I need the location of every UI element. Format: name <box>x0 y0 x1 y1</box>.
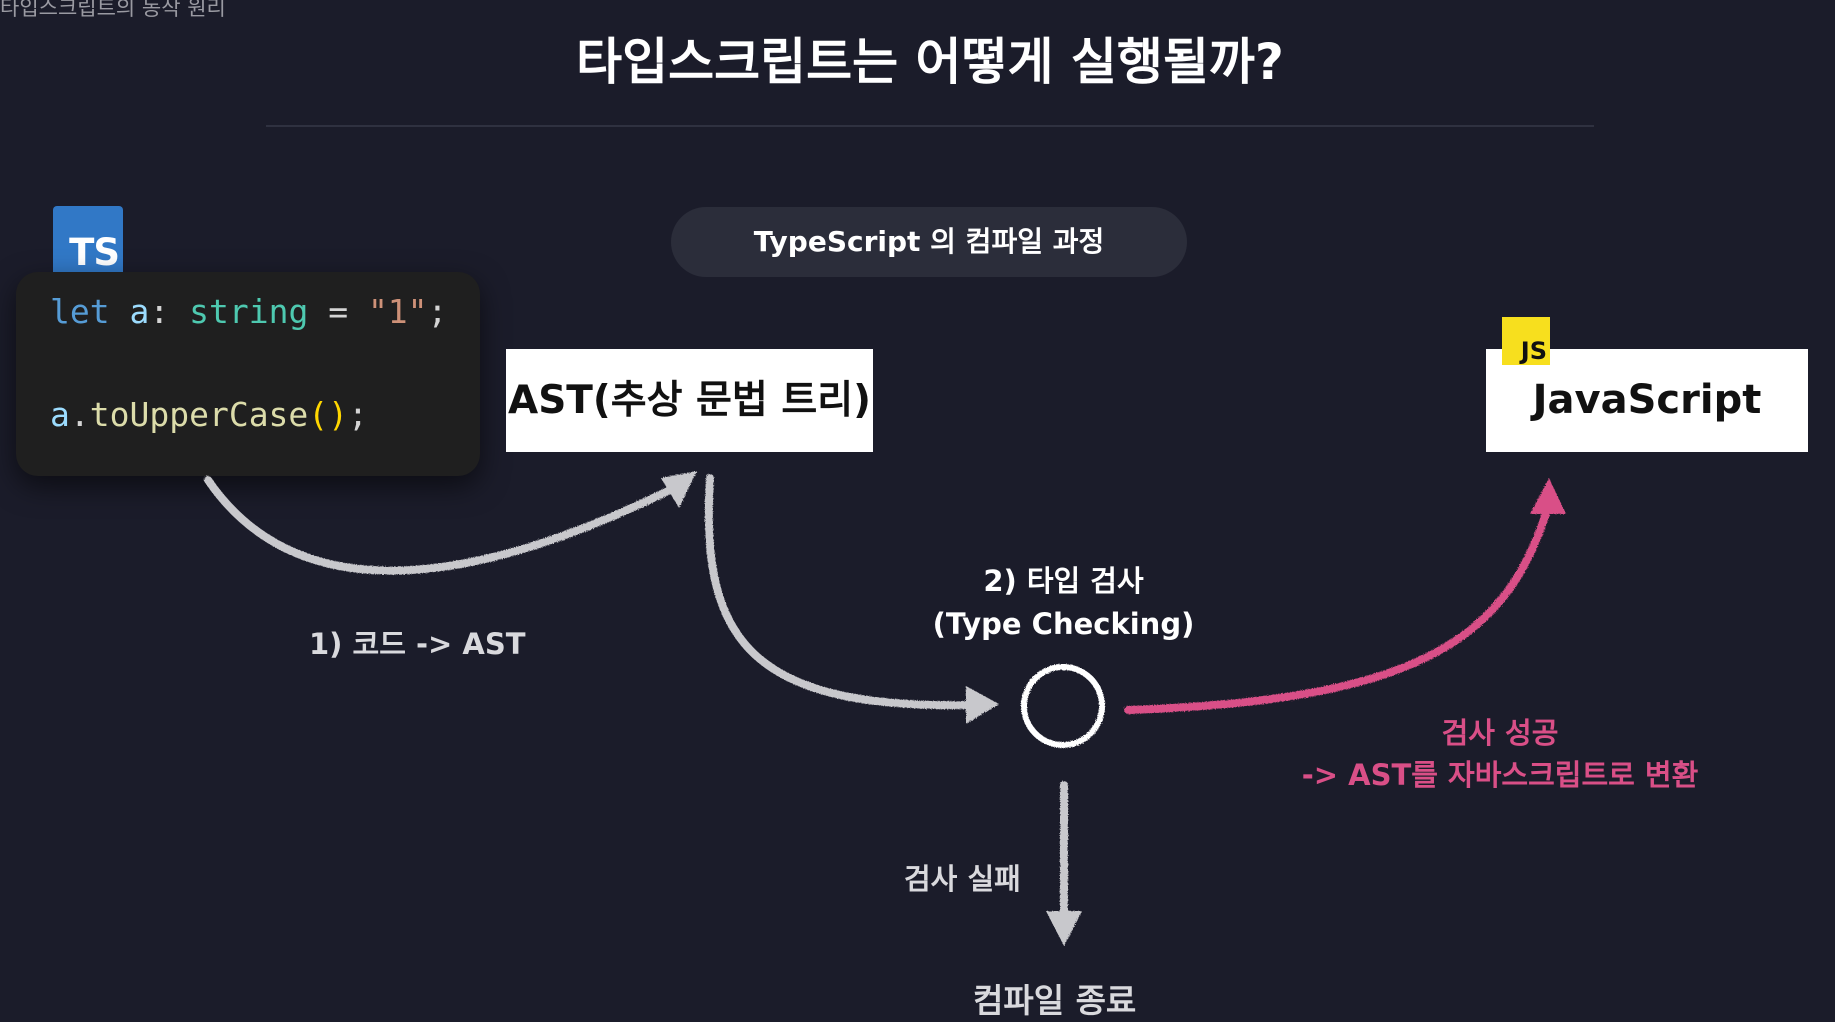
js-badge-label: JS <box>1520 337 1547 365</box>
arrow-code-to-ast-head <box>661 471 697 508</box>
arrow-ast-to-check-head <box>966 686 999 724</box>
fail-label: 검사 실패 <box>904 862 1021 896</box>
javascript-logo-icon: JS <box>1502 317 1550 365</box>
page-title: 타입스크립트는 어떻게 실행될까? <box>576 33 1284 91</box>
step2-title: 2) 타입 검사 <box>983 564 1144 598</box>
arrow-code-to-ast <box>204 476 684 575</box>
javascript-box: JavaScript <box>1486 349 1808 452</box>
arrow-check-to-js <box>1124 496 1554 714</box>
type-check-node <box>1021 664 1105 748</box>
success-label: 검사 성공 -> AST를 자바스크립트로 변환 <box>1250 712 1750 796</box>
compile-end-label: 컴파일 종료 <box>973 981 1137 1020</box>
code-snippet: let a: string = "1"; a.toUpperCase(); <box>16 272 480 476</box>
code-token: ; <box>348 395 368 434</box>
ts-badge-label: TS <box>69 231 120 274</box>
code-token: string <box>189 292 309 331</box>
code-token: a <box>50 395 70 434</box>
code-token: . <box>69 395 90 434</box>
code-token: toUpperCase <box>89 395 309 434</box>
process-title-pill: TypeScript 의 컴파일 과정 <box>671 207 1187 277</box>
step1-label: 1) 코드 -> AST <box>309 627 526 661</box>
title-divider <box>266 125 1594 127</box>
success-detail: -> AST를 자바스크립트로 변환 <box>1301 758 1699 792</box>
success-title: 검사 성공 <box>1441 716 1559 750</box>
step2-subtitle: (Type Checking) <box>932 607 1195 641</box>
code-token: = <box>308 292 368 331</box>
code-token: let <box>50 292 110 331</box>
arrow-check-to-js-head <box>1530 478 1566 514</box>
code-line-method-call: a.toUpperCase(); <box>50 395 368 434</box>
step2-label: 2) 타입 검사 (Type Checking) <box>900 560 1227 646</box>
arrow-ast-to-check <box>704 474 979 710</box>
code-token: a <box>129 292 150 331</box>
code-line-declaration: let a: string = "1"; <box>50 292 447 331</box>
arrow-check-to-end-head <box>1046 911 1082 946</box>
typescript-logo-icon: TS <box>53 206 123 276</box>
code-token: : <box>149 292 190 331</box>
code-token: () <box>308 395 349 434</box>
ast-box: AST(추상 문법 트리) <box>506 349 873 452</box>
code-token: ; <box>427 292 448 331</box>
section-label: 타입스크립트의 동작 원리 <box>0 0 226 20</box>
code-token: "1" <box>367 292 428 331</box>
